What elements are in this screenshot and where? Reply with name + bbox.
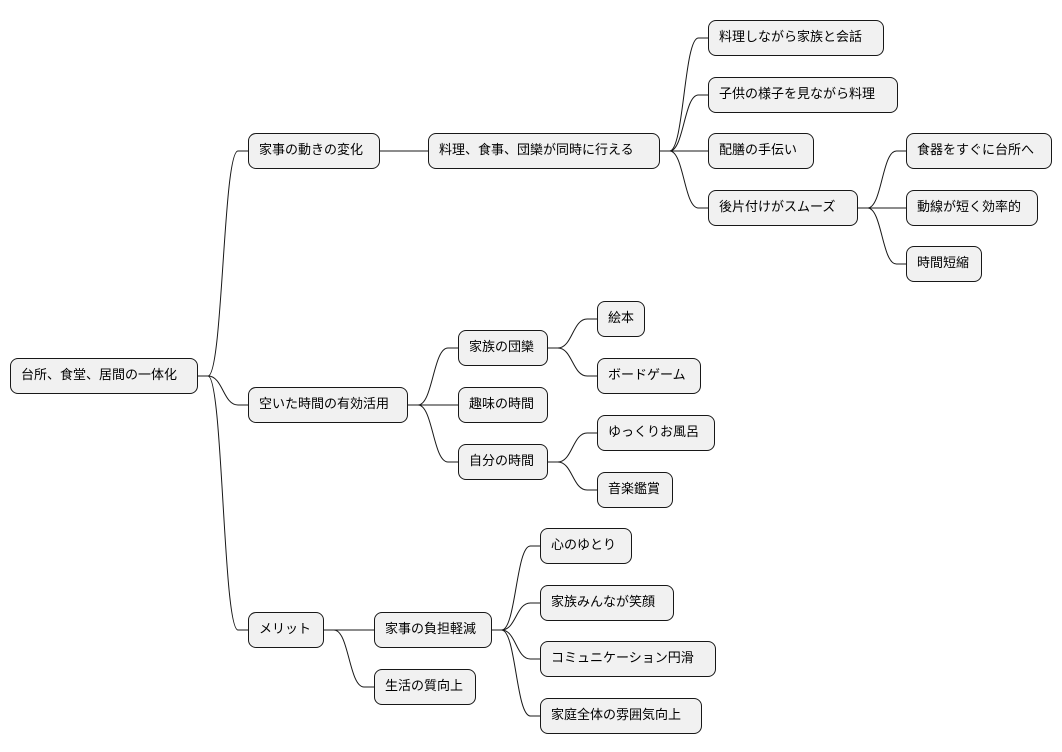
- node-quality-of-life: 生活の質向上: [374, 669, 476, 705]
- leaf-help-serving: 配膳の手伝い: [708, 133, 814, 169]
- node-personal-time: 自分の時間: [458, 444, 548, 480]
- connector-line: [492, 629, 540, 717]
- connector-line: [548, 347, 597, 377]
- connector-line: [858, 150, 906, 209]
- connector-line: [324, 629, 374, 688]
- branch-node-merits: メリット: [248, 612, 324, 648]
- root-node: 台所、食堂、居間の一体化: [10, 358, 198, 394]
- connector-line: [492, 629, 540, 660]
- connector-line: [858, 207, 906, 265]
- branch-node-free-time: 空いた時間の有効活用: [248, 387, 408, 423]
- leaf-watch-children: 子供の様子を見ながら料理: [708, 77, 898, 113]
- connector-line: [198, 150, 248, 377]
- leaf-smooth-communication: コミュニケーション円滑: [540, 641, 716, 677]
- connector-line: [548, 432, 597, 463]
- node-smooth-cleanup: 後片付けがスムーズ: [708, 190, 858, 226]
- leaf-efficient-flow: 動線が短く効率的: [906, 190, 1038, 226]
- connector-line: [660, 150, 708, 209]
- node-family-gathering: 家族の団欒: [458, 330, 548, 366]
- leaf-family-smiles: 家族みんなが笑顔: [540, 585, 674, 621]
- node-reduced-burden: 家事の負担軽減: [374, 612, 492, 648]
- leaf-relaxing-bath: ゆっくりお風呂: [597, 415, 715, 451]
- leaf-peace-of-mind: 心のゆとり: [540, 528, 632, 564]
- leaf-music-listening: 音楽鑑賞: [597, 472, 673, 508]
- leaf-better-atmosphere: 家庭全体の雰囲気向上: [540, 698, 702, 734]
- connector-line: [408, 404, 458, 463]
- connector-line: [198, 375, 248, 406]
- node-hobby-time: 趣味の時間: [458, 387, 548, 423]
- connector-line: [492, 602, 540, 631]
- connector-line: [198, 375, 248, 631]
- leaf-talk-while-cooking: 料理しながら家族と会話: [708, 20, 884, 56]
- leaf-picture-book: 絵本: [597, 301, 645, 337]
- leaf-time-saving: 時間短縮: [906, 246, 982, 282]
- node-simultaneous-activities: 料理、食事、団欒が同時に行える: [428, 133, 660, 169]
- connector-line: [408, 347, 458, 406]
- connector-line: [660, 94, 708, 152]
- leaf-dishes-to-kitchen: 食器をすぐに台所へ: [906, 133, 1052, 169]
- connector-line: [660, 37, 708, 152]
- connector-line: [548, 461, 597, 491]
- connector-line: [548, 318, 597, 349]
- connector-line: [492, 545, 540, 631]
- leaf-board-game: ボードゲーム: [597, 358, 701, 394]
- branch-node-housework-change: 家事の動きの変化: [248, 133, 380, 169]
